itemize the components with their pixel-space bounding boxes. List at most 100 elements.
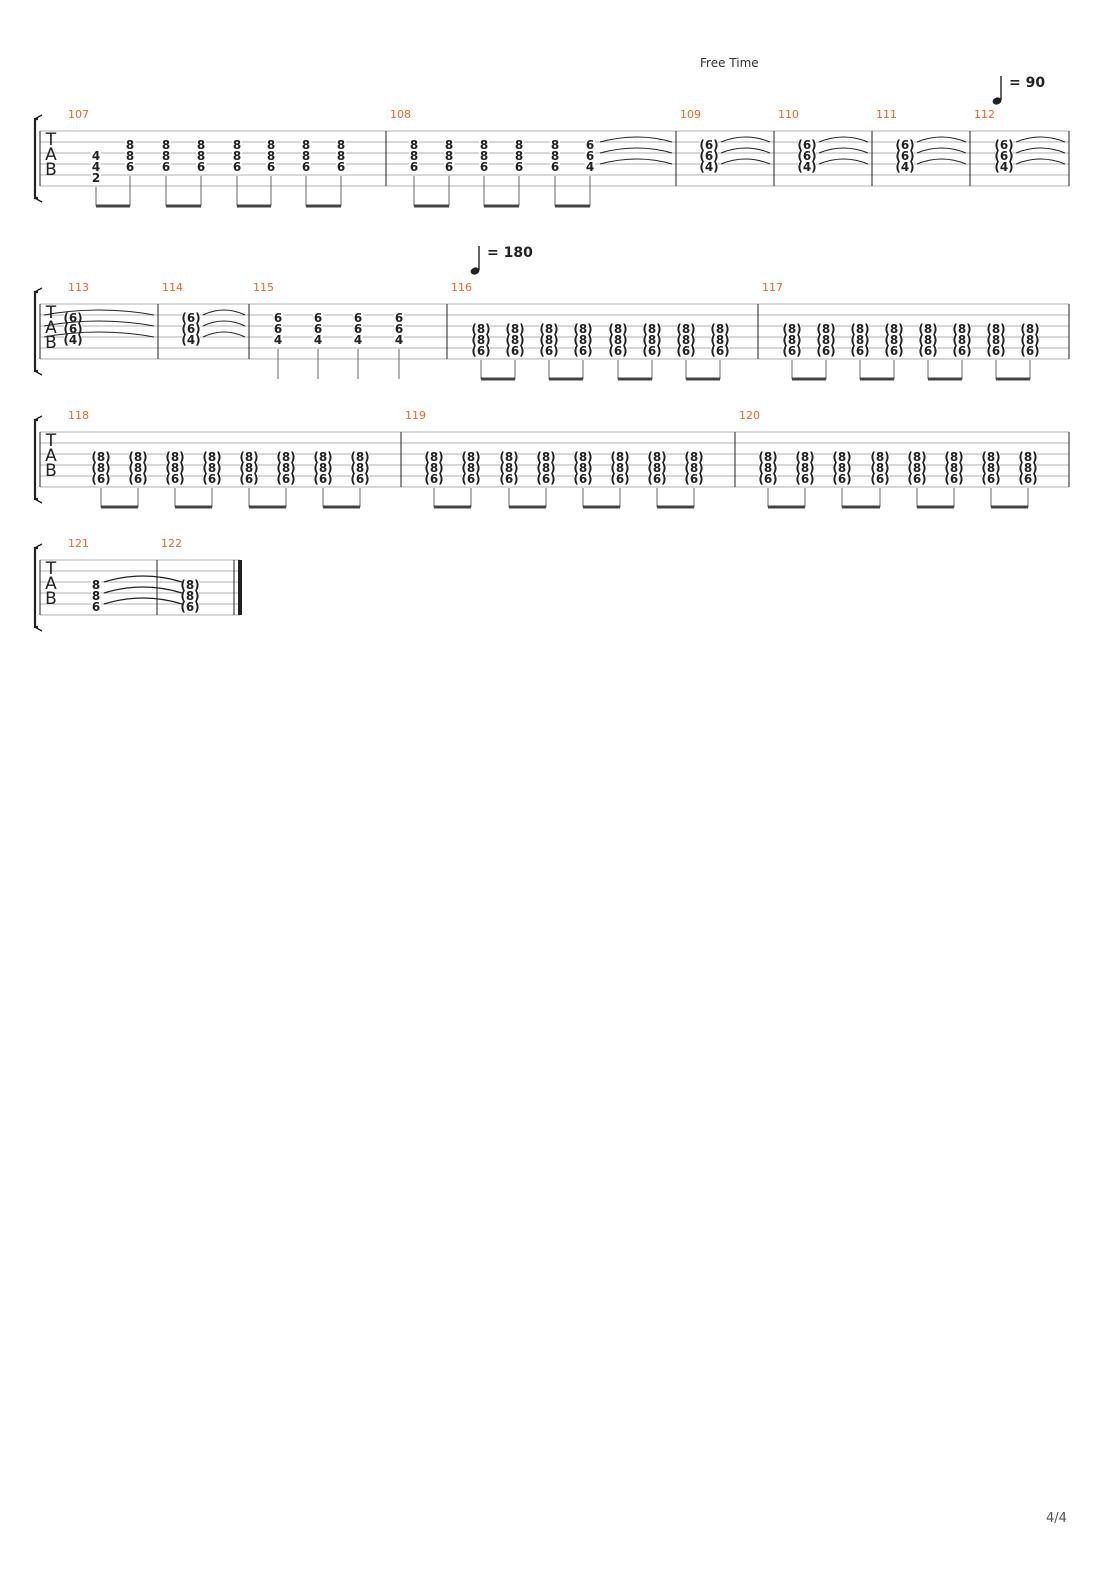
fret-number: 6 xyxy=(302,160,310,174)
fret-mask xyxy=(91,151,101,161)
fret-mask xyxy=(161,151,171,161)
fret-mask xyxy=(91,173,101,183)
fret-number: (8) xyxy=(424,461,443,475)
fret-mask xyxy=(796,474,814,484)
fret-mask xyxy=(514,151,524,161)
quarter-note-icon xyxy=(470,267,480,275)
fret-number: (8) xyxy=(276,450,295,464)
fret-mask xyxy=(783,346,801,356)
fret-number: (6) xyxy=(699,138,718,152)
measure-number: 121 xyxy=(68,537,89,550)
fret-number: (8) xyxy=(850,333,869,347)
fret-mask xyxy=(908,474,926,484)
fret-mask xyxy=(609,346,627,356)
fret-number: (8) xyxy=(918,333,937,347)
bracket-hook xyxy=(34,114,43,203)
fret-number: (8) xyxy=(536,461,555,475)
fret-number: 8 xyxy=(92,578,100,592)
fret-mask xyxy=(125,151,135,161)
fret-number: 6 xyxy=(445,160,453,174)
fret-number: 4 xyxy=(354,333,362,347)
fret-mask xyxy=(514,140,524,150)
fret-number: (8) xyxy=(884,333,903,347)
fret-number: (6) xyxy=(180,600,199,614)
fret-mask xyxy=(91,602,101,612)
fret-number: (8) xyxy=(676,333,695,347)
fret-number: 6 xyxy=(162,160,170,174)
fret-number: (8) xyxy=(832,450,851,464)
fret-mask xyxy=(685,474,703,484)
fret-mask xyxy=(540,335,558,345)
fret-number: 8 xyxy=(445,138,453,152)
fret-number: (8) xyxy=(180,578,199,592)
tie-arc xyxy=(599,136,673,143)
fret-number: (6) xyxy=(758,472,777,486)
fret-mask xyxy=(182,324,200,334)
fret-number: (8) xyxy=(816,333,835,347)
fret-mask xyxy=(91,591,101,601)
fret-mask xyxy=(540,346,558,356)
fret-mask xyxy=(444,162,454,172)
fret-mask xyxy=(982,452,1000,462)
fret-number: (6) xyxy=(239,472,258,486)
fret-mask xyxy=(196,162,206,172)
fret-number: (8) xyxy=(180,589,199,603)
fret-number: (6) xyxy=(895,149,914,163)
fret-number: 4 xyxy=(92,149,100,163)
measure-number: 117 xyxy=(762,281,783,294)
fret-mask xyxy=(64,335,82,345)
fret-mask xyxy=(425,463,443,473)
fret-mask xyxy=(196,151,206,161)
fret-number: (4) xyxy=(895,160,914,174)
fret-mask xyxy=(798,162,816,172)
measure-number: 116 xyxy=(451,281,472,294)
fret-number: (8) xyxy=(128,450,147,464)
fret-mask xyxy=(817,335,835,345)
fret-number: (8) xyxy=(536,450,555,464)
fret-mask xyxy=(953,335,971,345)
fret-number: (8) xyxy=(610,461,629,475)
fret-mask xyxy=(550,151,560,161)
fret-number: (6) xyxy=(573,472,592,486)
fret-number: 6 xyxy=(92,600,100,614)
fret-number: 6 xyxy=(515,160,523,174)
fret-mask xyxy=(648,463,666,473)
fret-number: (6) xyxy=(994,149,1013,163)
fret-mask xyxy=(953,346,971,356)
fret-mask xyxy=(166,452,184,462)
fret-mask xyxy=(472,335,490,345)
fret-number: (8) xyxy=(1018,461,1037,475)
fret-number: (8) xyxy=(832,461,851,475)
fret-mask xyxy=(540,324,558,334)
fret-number: (6) xyxy=(684,472,703,486)
fret-mask xyxy=(711,335,729,345)
fret-number: (6) xyxy=(181,322,200,336)
fret-number: (6) xyxy=(128,472,147,486)
fret-mask xyxy=(711,324,729,334)
fret-number: 6 xyxy=(354,322,362,336)
fret-mask xyxy=(203,452,221,462)
measure-number: 119 xyxy=(405,409,426,422)
tie-arc xyxy=(103,597,183,605)
fret-number: (8) xyxy=(684,450,703,464)
fret-number: (8) xyxy=(461,461,480,475)
measure-number: 118 xyxy=(68,409,89,422)
fret-number: (6) xyxy=(884,344,903,358)
fret-mask xyxy=(444,151,454,161)
fret-mask xyxy=(353,324,363,334)
fret-mask xyxy=(394,335,404,345)
fret-number: 8 xyxy=(515,138,523,152)
fret-mask xyxy=(444,140,454,150)
fret-number: (8) xyxy=(1020,322,1039,336)
fret-mask xyxy=(92,452,110,462)
fret-mask xyxy=(585,162,595,172)
fret-mask xyxy=(685,463,703,473)
fret-mask xyxy=(537,452,555,462)
fret-mask xyxy=(585,140,595,150)
tie-arc xyxy=(818,147,869,154)
tab-clef-letter: T xyxy=(45,130,57,150)
fret-mask xyxy=(161,162,171,172)
tie-arc xyxy=(202,331,246,338)
